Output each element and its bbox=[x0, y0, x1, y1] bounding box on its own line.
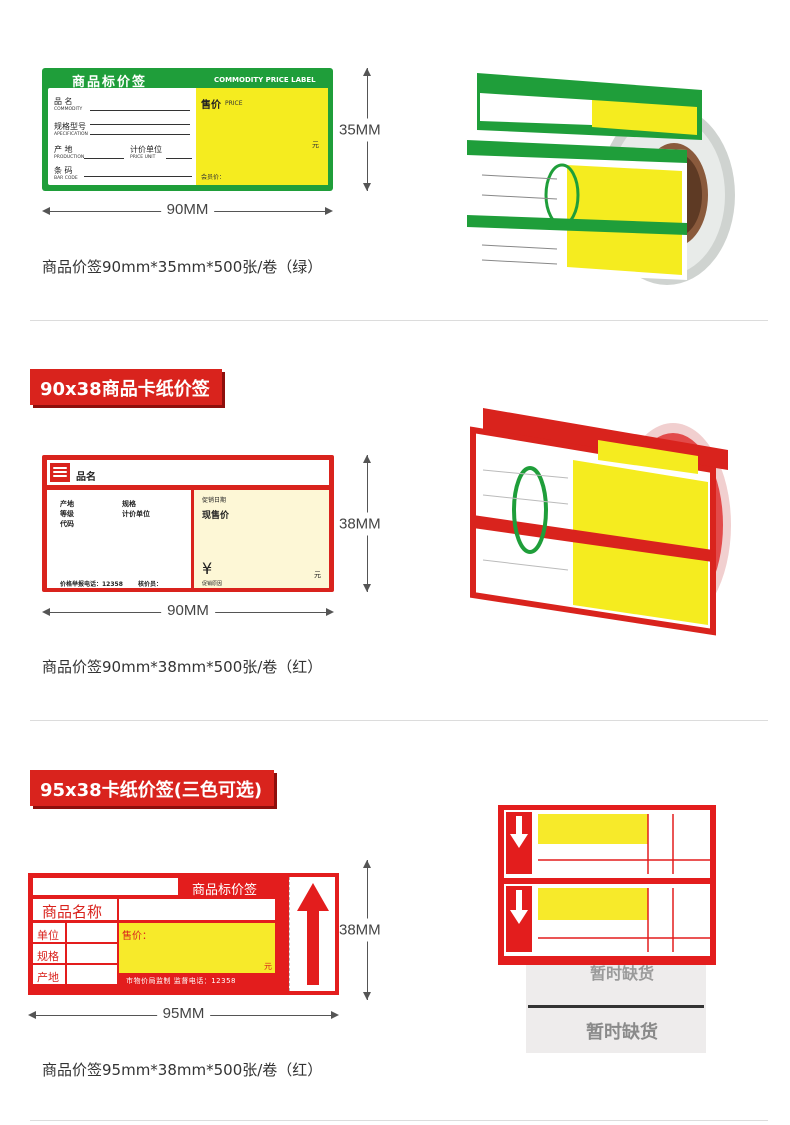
underline bbox=[166, 158, 192, 159]
yuan-mark: 元 bbox=[312, 141, 319, 149]
unit-label: 单位 bbox=[37, 929, 59, 942]
hotline-text: 价格举报电话：12358 bbox=[60, 581, 123, 588]
width-dimension: 90MM bbox=[42, 602, 334, 620]
green-price-label: 商品标价签 COMMODITY PRICE LABEL 品 名 COMMODIT… bbox=[42, 68, 333, 191]
checker-label: 核价员： bbox=[138, 581, 163, 588]
yuan-mark: 元 bbox=[264, 962, 272, 971]
photo-watermark-upper: 暂时缺货 bbox=[590, 964, 655, 983]
tear-off-stub bbox=[285, 873, 339, 995]
price-label-cn: 售价 bbox=[201, 100, 221, 111]
origin-label: 产地 bbox=[60, 500, 74, 508]
red-label-roll-photo bbox=[470, 408, 731, 636]
section-divider bbox=[30, 1120, 768, 1121]
width-dimension: 90MM bbox=[42, 201, 333, 219]
red-grid-price-label: 商品标价签 商品名称 单位 规格 产地 售价： 元 市物价局监制 监督电话：12… bbox=[28, 873, 339, 995]
grade-label: 等级 bbox=[60, 510, 74, 518]
price-box bbox=[119, 923, 275, 973]
yuan-mark: 元 bbox=[314, 571, 321, 579]
code-label: 代码 bbox=[60, 520, 74, 528]
cell bbox=[67, 944, 117, 963]
section-divider bbox=[30, 720, 768, 721]
row-specification: 规格型号 APECIFICATION bbox=[54, 122, 88, 137]
section-divider bbox=[30, 320, 768, 321]
label-header-cn: 商品标价签 bbox=[72, 75, 148, 90]
footer-text: 市物价局监制 监督电话：12358 bbox=[126, 977, 236, 985]
price-box bbox=[194, 490, 329, 588]
green-label-roll-photo bbox=[467, 73, 735, 285]
grid-label-roll-photo: 暂时缺货 暂时缺货 bbox=[498, 800, 716, 1055]
section-title: 95x38卡纸价签(三色可选) bbox=[30, 770, 275, 806]
underline bbox=[84, 158, 124, 159]
row-commodity: 品 名 COMMODITY bbox=[54, 97, 83, 112]
name-label: 商品名称 bbox=[42, 903, 103, 921]
product-caption: 商品价签95mm*38mm*500张/卷（红） bbox=[42, 1061, 323, 1079]
row-price-unit: 计价单位 PRICE UNIT bbox=[130, 145, 162, 160]
cell bbox=[33, 944, 65, 963]
red-frame-price-label: 品名 产地 等级 代码 规格 计价单位 促销日期 现售价 ¥ 元 价格举报电话：… bbox=[42, 455, 334, 592]
up-arrow-icon bbox=[297, 883, 329, 985]
row-barcode: 条 码 BAR CODE bbox=[54, 166, 78, 181]
current-price-label: 现售价 bbox=[202, 511, 230, 521]
height-dimension: 38MM bbox=[339, 860, 381, 1000]
unit-label: 计价单位 bbox=[122, 510, 150, 518]
name-bar bbox=[47, 460, 329, 485]
underline bbox=[90, 110, 190, 111]
promo-date-label: 促销日期 bbox=[202, 497, 227, 504]
info-area bbox=[47, 490, 191, 588]
price-box: 售价 PRICE 元 会员价： bbox=[196, 88, 328, 185]
product-caption: 商品价签90mm*35mm*500张/卷（绿） bbox=[42, 258, 323, 276]
underline bbox=[84, 176, 192, 177]
underline bbox=[90, 134, 190, 135]
row-production: 产 地 PRODUCTION bbox=[54, 145, 85, 160]
section-title: 90x38商品卡纸价签 bbox=[30, 369, 222, 405]
brand-logo-icon bbox=[50, 463, 70, 482]
header-blank bbox=[33, 878, 178, 895]
promo-reason-label: 促销原因 bbox=[202, 581, 223, 587]
price-label: 售价： bbox=[122, 931, 152, 942]
name-value-cell bbox=[119, 899, 275, 920]
photo-watermark-lower: 暂时缺货 bbox=[586, 1022, 658, 1043]
member-price: 会员价： bbox=[201, 174, 226, 181]
price-label-en: PRICE bbox=[225, 100, 243, 107]
origin-label: 产地 bbox=[37, 971, 59, 984]
cell bbox=[67, 923, 117, 942]
spec-label: 规格 bbox=[37, 950, 59, 963]
label-header-en: COMMODITY PRICE LABEL bbox=[214, 76, 316, 84]
spec-label: 规格 bbox=[122, 500, 136, 508]
cell bbox=[67, 965, 117, 984]
cell bbox=[33, 965, 65, 984]
label-header: 商品标价签 bbox=[192, 883, 258, 898]
name-label: 品名 bbox=[76, 472, 96, 483]
width-dimension: 95MM bbox=[28, 1005, 339, 1023]
name-cell bbox=[33, 899, 117, 920]
label-info-area: 品 名 COMMODITY 规格型号 APECIFICATION 产 地 PRO… bbox=[48, 88, 196, 185]
underline bbox=[90, 124, 190, 125]
yen-mark: ¥ bbox=[202, 559, 213, 578]
height-dimension: 38MM bbox=[339, 455, 381, 592]
height-dimension: 35MM bbox=[339, 68, 381, 191]
product-caption: 商品价签90mm*38mm*500张/卷（红） bbox=[42, 658, 323, 676]
cell bbox=[33, 923, 65, 942]
